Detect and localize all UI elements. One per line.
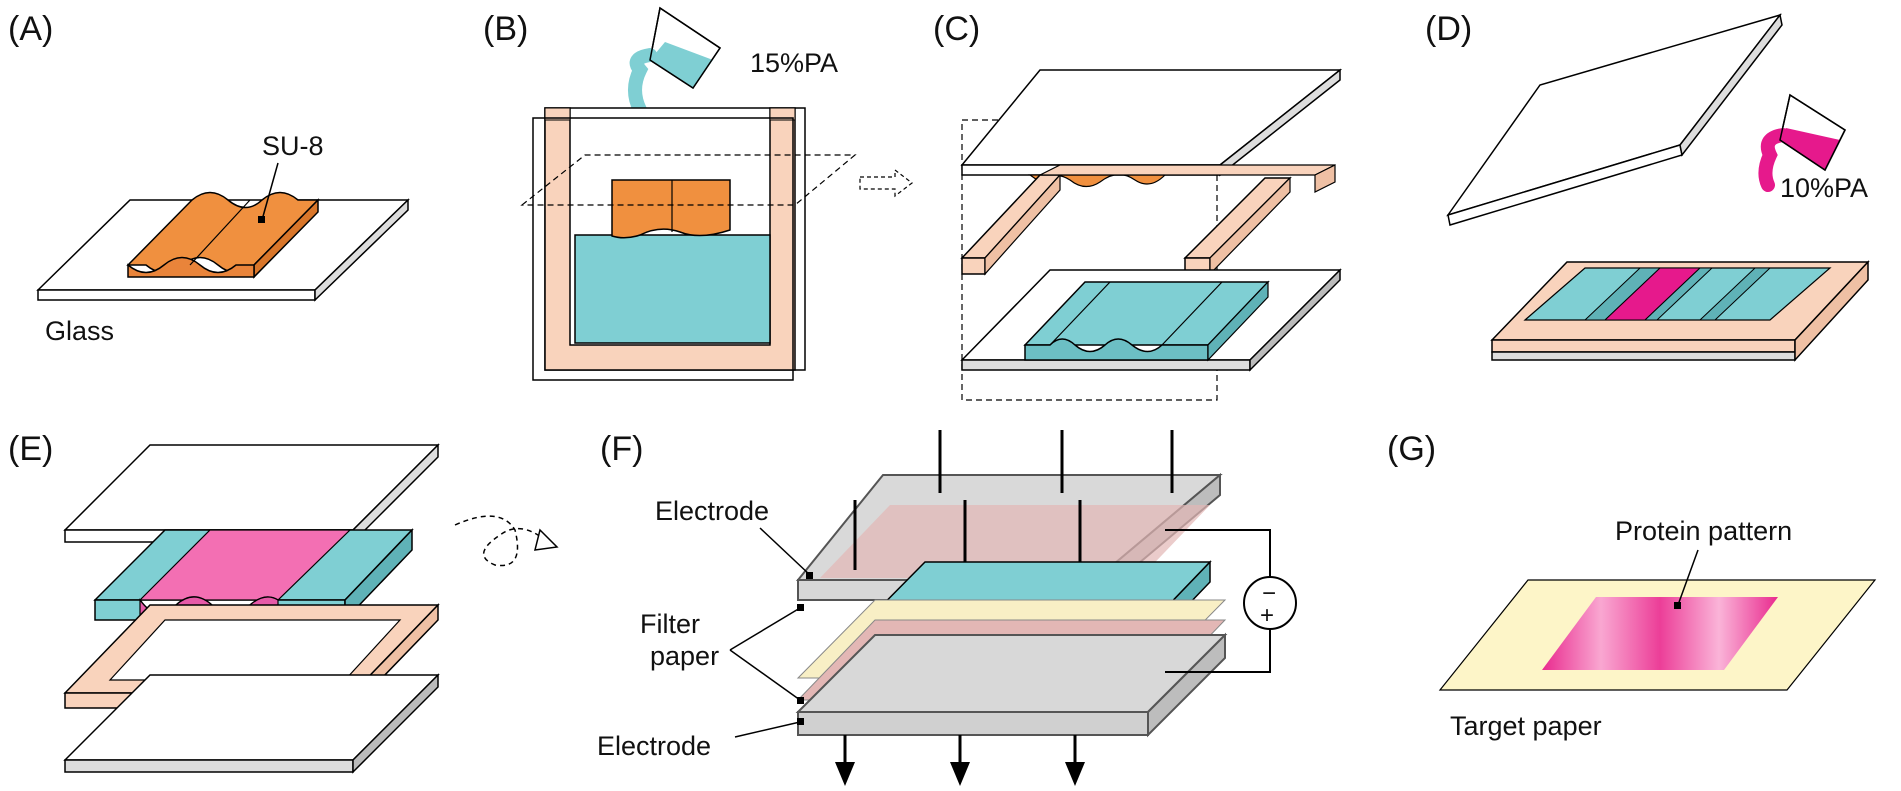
su8-label: SU-8	[262, 131, 324, 161]
top-glass-d	[1446, 13, 1782, 217]
su8-mold-front	[127, 256, 255, 278]
panel-label-e: (E)	[8, 430, 53, 468]
spacer-left-top	[544, 107, 571, 121]
panel-a: SU-8 Glass	[36, 131, 410, 346]
panel-d: 10%PA	[1446, 13, 1870, 362]
circuit-wire	[1165, 529, 1271, 578]
su8-ridge	[189, 199, 251, 266]
dashed-plane-b	[520, 154, 857, 206]
panel-g: Protein pattern Target paper	[1438, 516, 1877, 741]
glass-label: Glass	[45, 316, 114, 346]
panel-b: 15%PA	[520, 6, 913, 381]
beaker-15pa	[628, 6, 722, 117]
spacer-right-top	[769, 107, 796, 121]
cassette-front-plate	[532, 117, 794, 381]
electrode-top-label: Electrode	[655, 496, 769, 526]
panel-label-g: (G)	[1387, 430, 1436, 468]
arrow-b-to-c	[859, 168, 913, 198]
protein-pattern	[1542, 597, 1778, 670]
panel-e	[63, 443, 559, 774]
flip-arrow-e	[454, 515, 546, 567]
gel-10pa-e	[138, 529, 352, 601]
panel-label-c: (C)	[933, 10, 980, 48]
power-plus-sign: +	[1260, 602, 1274, 629]
panel-f: − + Electrode Filter paper Electrode	[597, 430, 1297, 786]
protein-pattern-label: Protein pattern	[1615, 516, 1792, 546]
arrow-down-3	[1065, 762, 1085, 786]
arrow-down-1	[835, 762, 855, 786]
pa10-label: 10%PA	[1780, 173, 1868, 203]
gel-15pa	[574, 234, 771, 344]
power-minus-sign: −	[1262, 580, 1276, 607]
filter-label-line2: paper	[650, 641, 719, 671]
arrow-down-2	[950, 762, 970, 786]
panel-label-f: (F)	[600, 430, 643, 468]
filter-paper-top	[820, 505, 1210, 578]
panel-c	[960, 68, 1343, 401]
pa15-label: 15%PA	[750, 48, 838, 78]
panel-label-d: (D)	[1425, 10, 1472, 48]
electrode-bottom-label: Electrode	[597, 731, 711, 761]
glass-slide-front	[37, 289, 316, 301]
panel-label-b: (B)	[483, 10, 528, 48]
su8-leader-dot	[258, 216, 265, 223]
panel-label-a: (A)	[8, 10, 53, 48]
glass-slide-side	[314, 198, 409, 302]
filter-label-line1: Filter	[640, 609, 700, 639]
su8-leader-line	[261, 162, 279, 221]
beaker-10pa	[1758, 93, 1846, 192]
target-paper-label: Target paper	[1450, 711, 1602, 741]
top-glass-e	[63, 444, 440, 531]
su8-mold-inserted	[611, 179, 731, 239]
power-source	[1243, 576, 1297, 630]
